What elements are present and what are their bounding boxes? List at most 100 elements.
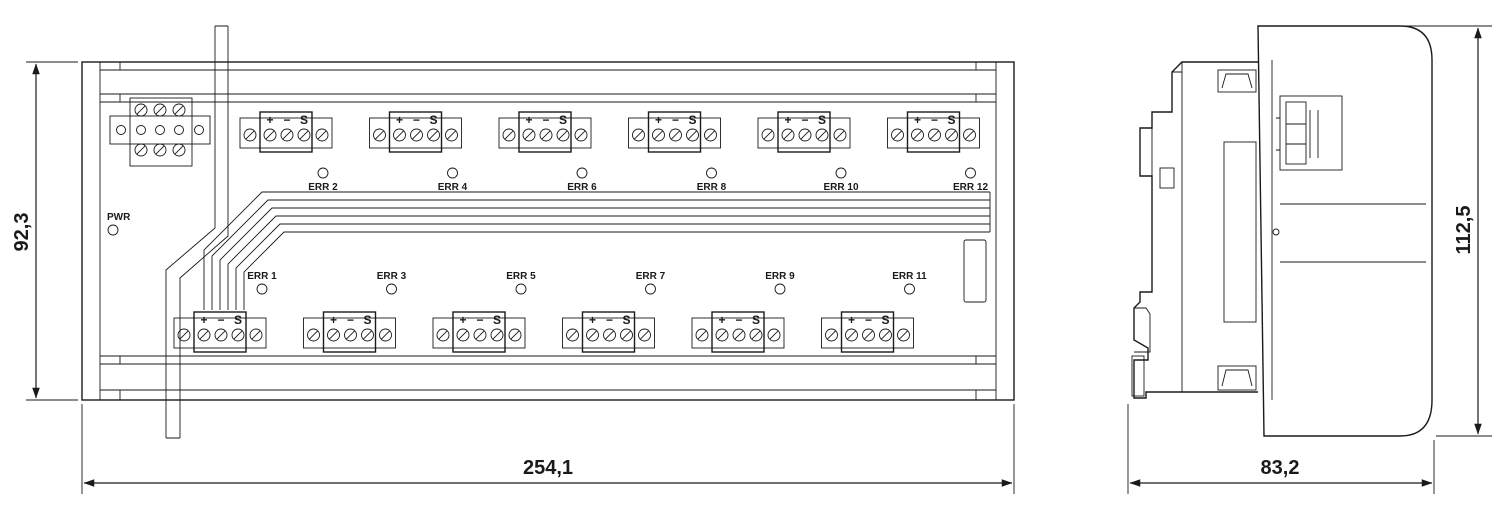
screw xyxy=(231,328,245,342)
terminal-sign: + xyxy=(525,113,532,127)
err-label: ERR 7 xyxy=(636,271,666,282)
screw xyxy=(263,128,277,142)
side-height-extension-lines xyxy=(1404,25,1492,437)
top-latch-detail xyxy=(1221,73,1253,89)
bus-line-4 xyxy=(227,215,990,310)
terminal-sign: S xyxy=(752,313,760,327)
side-height-dimension-value: 112,5 xyxy=(1453,206,1475,255)
err-led xyxy=(256,283,268,295)
screw xyxy=(153,103,167,117)
terminal-block: +−S xyxy=(628,111,721,153)
height-dimension-value: 92,3 xyxy=(11,213,33,252)
bus-line-3 xyxy=(219,207,990,310)
side-width-extension-lines xyxy=(1127,404,1435,494)
screw xyxy=(243,128,257,142)
right-end-plate xyxy=(995,61,1015,401)
terminal-block: +−S xyxy=(369,111,462,153)
err-label: ERR 1 xyxy=(247,271,277,282)
terminal-block: +−S xyxy=(239,111,333,153)
screw xyxy=(445,128,458,142)
screw xyxy=(652,128,665,142)
screw xyxy=(315,128,329,142)
err-label: ERR 4 xyxy=(438,182,468,193)
bottom-rail-detail xyxy=(119,356,977,400)
power-connector-body xyxy=(129,97,193,167)
left-end-plate xyxy=(81,61,101,401)
ribbon-cable-ends xyxy=(166,25,228,439)
front-height-dimension: 92,3 xyxy=(11,61,78,401)
bus-line-2 xyxy=(211,199,990,310)
err-led xyxy=(515,283,527,295)
side-component xyxy=(963,239,987,303)
screw xyxy=(177,328,191,342)
err-label: ERR 10 xyxy=(823,182,858,193)
screw xyxy=(379,328,392,342)
err-label: ERR 5 xyxy=(506,271,536,282)
terminal-sign: − xyxy=(931,113,938,127)
screw xyxy=(603,328,616,342)
terminal-sign: S xyxy=(881,313,889,327)
cover-lines xyxy=(1280,203,1426,263)
terminal-sign: + xyxy=(655,113,662,127)
side-connector-inner xyxy=(1285,101,1307,165)
screw xyxy=(410,128,423,142)
screw xyxy=(862,328,875,342)
terminal-sign: S xyxy=(622,313,630,327)
screw xyxy=(715,328,729,342)
side-small-square xyxy=(1159,167,1175,189)
terminal-sign: S xyxy=(688,113,696,127)
screw xyxy=(945,128,958,142)
height-extension-lines xyxy=(26,61,78,401)
err-label: ERR 2 xyxy=(308,182,338,193)
bus-line-1 xyxy=(203,191,990,310)
terminal-block: +−S xyxy=(173,311,267,353)
screw xyxy=(767,328,781,342)
front-view: PWR +−S+−S+−S+−S+−S+−S +−S+−S+−S+−S+−S+−… xyxy=(81,25,1015,439)
screw xyxy=(825,328,838,342)
terminal-sign: + xyxy=(589,313,596,327)
screw xyxy=(732,328,746,342)
bottom-latch-detail xyxy=(1221,369,1253,387)
side-body xyxy=(1133,61,1258,399)
width-dimension-value: 254,1 xyxy=(523,457,573,479)
screw xyxy=(214,328,228,342)
power-socket xyxy=(174,125,184,135)
err-led xyxy=(835,167,847,179)
terminal-sign: − xyxy=(606,313,613,327)
screw xyxy=(704,128,717,142)
terminal-sign: S xyxy=(493,313,501,327)
power-socket xyxy=(194,125,204,135)
screw xyxy=(153,143,167,157)
terminal-sign: S xyxy=(429,113,437,127)
bus-line-6 xyxy=(243,231,990,310)
err-led xyxy=(386,283,397,295)
screw xyxy=(620,328,633,342)
side-connector xyxy=(1279,95,1343,171)
screw xyxy=(473,328,487,342)
terminal-sign: + xyxy=(914,113,921,127)
screw xyxy=(911,128,924,142)
side-body-detail xyxy=(1151,62,1183,392)
screw xyxy=(134,143,148,157)
err-label: ERR 9 xyxy=(765,271,795,282)
terminal-sign: − xyxy=(865,313,872,327)
screw xyxy=(574,128,588,142)
terminal-sign: + xyxy=(718,313,725,327)
screw xyxy=(427,128,440,142)
screw xyxy=(798,128,812,142)
terminal-block: +−S xyxy=(562,311,655,353)
ribbon-cable-edge-right xyxy=(179,26,229,438)
screw xyxy=(815,128,829,142)
screw xyxy=(556,128,570,142)
screw xyxy=(297,128,311,142)
terminal-block: +−S xyxy=(432,311,526,353)
terminal-sign: S xyxy=(559,113,567,127)
terminal-sign: S xyxy=(363,313,371,327)
screw xyxy=(928,128,941,142)
power-connector xyxy=(109,97,211,167)
side-height-dimension: 112,5 xyxy=(1404,25,1492,437)
screw xyxy=(879,328,892,342)
terminal-sign: S xyxy=(300,113,308,127)
screw xyxy=(436,328,450,342)
